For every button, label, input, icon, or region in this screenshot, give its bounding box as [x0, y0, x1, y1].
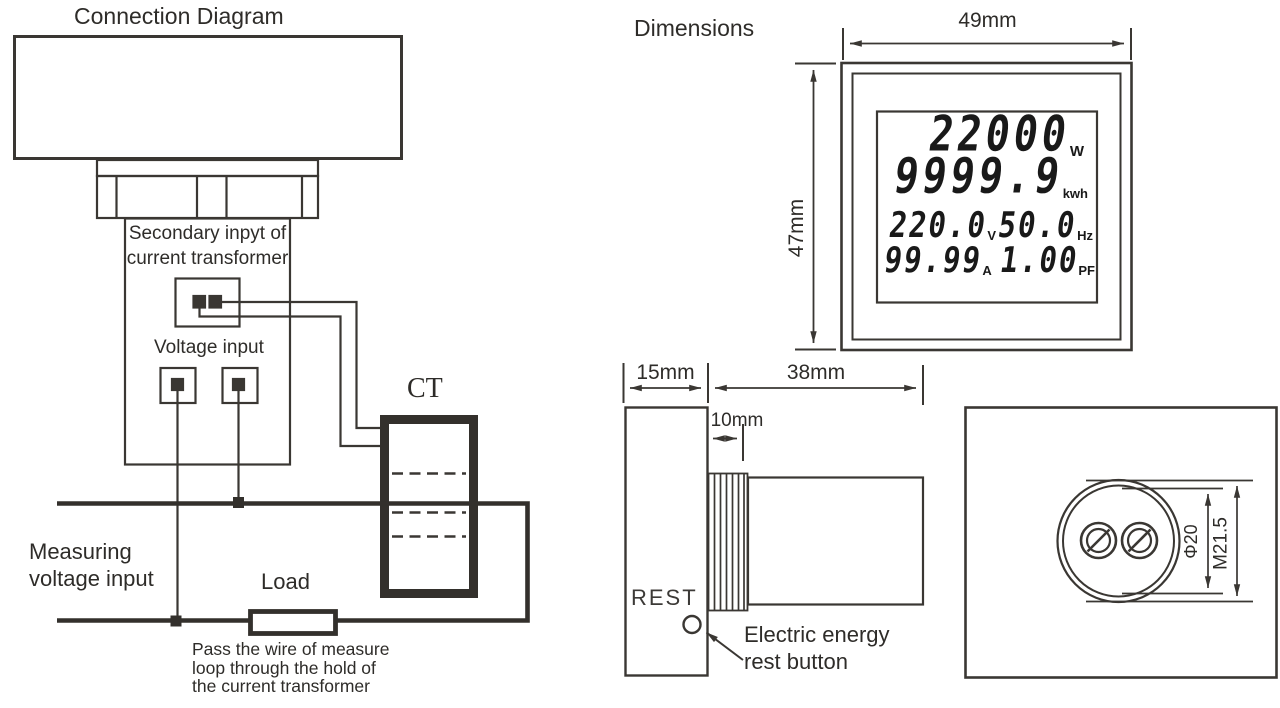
voltage-terminal-box-2 [221, 366, 259, 405]
side-bezel [624, 406, 709, 677]
thread-length-label: 10mm [710, 410, 764, 431]
lcd-energy-row: 9999.9 kwh [891, 149, 1088, 205]
height-extension-ticks [795, 62, 836, 351]
rear-view-box [964, 406, 1278, 679]
screw-terminal-left-outer [1079, 521, 1118, 560]
bezel-depth-label: 15mm [636, 361, 695, 384]
lcd-current-pf-row: 99.99 A 1.00 PF [882, 239, 1095, 280]
terminal-strip-dividers [115, 176, 304, 218]
lcd-outline [875, 110, 1099, 304]
thread-hatching [713, 473, 745, 610]
lcd-power-unit: W [1069, 143, 1084, 160]
lcd-voltage-unit: V [987, 228, 996, 243]
terminal-area-box [123, 217, 292, 466]
width-dim-label: 49mm [958, 9, 1017, 32]
terminal-strip [95, 174, 320, 220]
screw-terminal-right-slot [1127, 528, 1152, 553]
ct-label: CT [407, 373, 443, 404]
lcd-voltage-value: 220.0 [886, 203, 990, 246]
voltage-terminal-2 [231, 377, 246, 392]
body-depth-label: 38mm [786, 361, 846, 384]
lcd-display: 22000 W 9999.9 kwh 220.0 V 50.0 Hz 99.99… [877, 107, 1097, 303]
screw-terminal-left-slot [1086, 528, 1111, 553]
load-resistor [248, 609, 338, 636]
meter-rear-body [13, 35, 403, 160]
lcd-frequency-unit: Hz [1077, 228, 1093, 243]
thread-collar-outer-circle [1056, 478, 1181, 604]
lcd-pf-unit: PF [1078, 263, 1095, 278]
loop-note: Pass the wire of measure loop through th… [192, 639, 390, 696]
voltage-input-label: Voltage input [154, 337, 264, 358]
depth-extension-ticks [622, 363, 924, 405]
lcd-energy-value: 9999.9 [890, 148, 1068, 205]
junction-dot-bottom [170, 615, 182, 627]
lcd-energy-unit: kwh [1062, 186, 1088, 201]
lcd-power-row: 22000 W [926, 107, 1084, 163]
lcd-pf-value: 1.00 [997, 238, 1081, 281]
thread-collar-inner-circle [1062, 484, 1175, 598]
reset-button-note: Electric energy rest button [744, 622, 890, 674]
screw-terminal-right-outer [1120, 521, 1159, 560]
lcd-frequency-value: 50.0 [995, 203, 1080, 246]
width-extension-ticks [842, 28, 1132, 60]
side-body [746, 476, 925, 606]
rest-label: REST [631, 585, 698, 610]
reset-button-hole [682, 614, 702, 635]
lcd-current-unit: A [982, 263, 992, 278]
front-bezel-inner [851, 72, 1122, 341]
screw-terminal-right-inner [1126, 527, 1153, 554]
terminal-cover-band [95, 158, 320, 178]
thread-spec-label: M21.5 [1210, 517, 1232, 570]
screw-terminal-left-inner [1085, 527, 1112, 554]
junction-dot-top [233, 497, 244, 508]
measuring-voltage-label: Measuring voltage input [29, 539, 154, 591]
thread-spec-extension-lines [1086, 479, 1253, 603]
ct-secondary-wire-b [198, 305, 383, 448]
ct-secondary-wire-a [216, 300, 383, 430]
connection-diagram-title: Connection Diagram [74, 3, 284, 29]
lcd-voltage-frequency-row: 220.0 V 50.0 Hz [887, 204, 1093, 245]
reset-pointer-arrow [705, 631, 744, 661]
height-dim-label: 47mm [785, 198, 809, 258]
load-label: Load [261, 569, 310, 594]
hole-dia-extension-lines [1122, 487, 1223, 595]
secondary-input-label: Secondary inpyt of current transformer [126, 223, 289, 269]
front-bezel-outer [840, 61, 1133, 352]
lcd-current-value: 99.99 [881, 238, 985, 281]
ct-core [380, 415, 478, 598]
dimensions-title: Dimensions [634, 15, 755, 41]
hole-diameter-label: Φ20 [1180, 524, 1201, 559]
voltage-terminal-1 [170, 377, 185, 392]
